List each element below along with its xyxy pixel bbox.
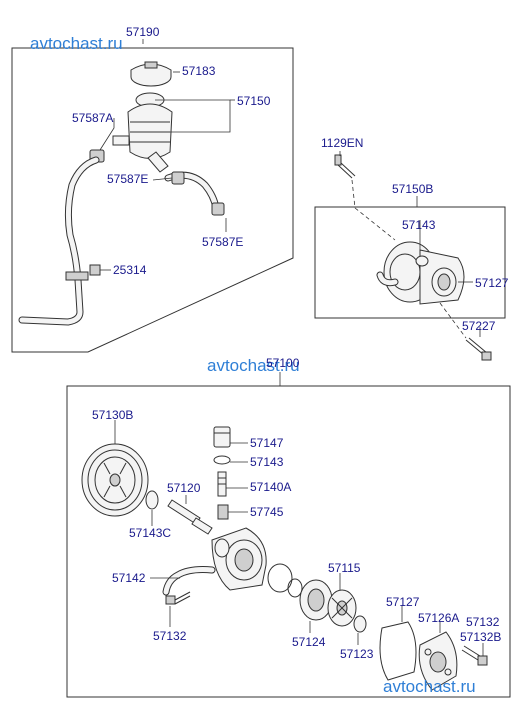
label-57143-top: 57143 (402, 218, 436, 232)
bolt-25314 (89, 264, 101, 276)
bracket-assembly-box (314, 206, 506, 319)
o-ring-large (267, 563, 293, 593)
spring-57745 (217, 504, 229, 520)
label-1129EN: 1129EN (321, 136, 364, 150)
return-hose (164, 171, 225, 216)
label-57143C: 57143C (129, 526, 172, 540)
label-57124: 57124 (292, 635, 326, 649)
label-57142: 57142 (112, 571, 146, 585)
pump-assembly-box (66, 385, 511, 698)
label-57745: 57745 (250, 505, 284, 519)
shaft-57120 (167, 499, 213, 535)
label-57132-left: 57132 (153, 629, 187, 643)
watermark-bottom: avtochast.ru (383, 677, 476, 696)
o-ring-small (287, 578, 303, 598)
label-57587E-a: 57587E (107, 172, 149, 186)
bolt-57227 (465, 337, 492, 361)
label-57190: 57190 (126, 25, 160, 39)
label-57150B: 57150B (392, 182, 434, 196)
bracket-housing-57150B (376, 241, 465, 305)
reservoir-assembly-box (11, 47, 294, 353)
valve-57140A (217, 471, 227, 497)
reservoir-cap-57183 (130, 61, 172, 87)
label-57115: 57115 (328, 561, 361, 575)
rotor-57115 (327, 589, 357, 627)
label-57143-mid: 57143 (250, 455, 284, 469)
pump-body (162, 527, 267, 596)
label-57127-bottom: 57127 (386, 595, 420, 609)
label-57140A: 57140A (250, 480, 292, 494)
label-57587A: 57587A (72, 111, 114, 125)
label-57587E-b: 57587E (202, 235, 244, 249)
label-57127-top: 57127 (475, 276, 509, 290)
label-57120: 57120 (167, 481, 201, 495)
gasket-57127 (379, 621, 417, 681)
label-57150: 57150 (237, 94, 271, 108)
reservoir-body-57150 (112, 92, 173, 173)
label-57126A: 57126A (418, 611, 460, 625)
label-57183: 57183 (182, 64, 216, 78)
label-57147: 57147 (250, 436, 284, 450)
bolt-57132-left (165, 591, 191, 605)
label-57227: 57227 (462, 319, 496, 333)
watermark-top: avtochast.ru (30, 34, 123, 53)
pulley-57130B (81, 443, 149, 517)
label-57132B: 57132B (460, 630, 502, 644)
supply-pipe (18, 156, 100, 326)
ring-57123 (353, 615, 367, 633)
label-57100: 57100 (266, 356, 300, 370)
label-57123: 57123 (340, 647, 374, 661)
watermark-middle: avtochast.ru (207, 356, 300, 375)
bolt-1129EN (334, 154, 356, 179)
fitting-57147 (213, 426, 231, 448)
o-ring-57143 (213, 455, 231, 465)
label-25314: 25314 (113, 263, 147, 277)
label-57130B: 57130B (92, 408, 134, 422)
cam-ring-57124 (299, 579, 333, 621)
rear-cover-57126A (418, 631, 458, 691)
bolt-57132B (461, 645, 488, 666)
label-57132: 57132 (466, 615, 500, 629)
seal-57143C (145, 490, 159, 510)
